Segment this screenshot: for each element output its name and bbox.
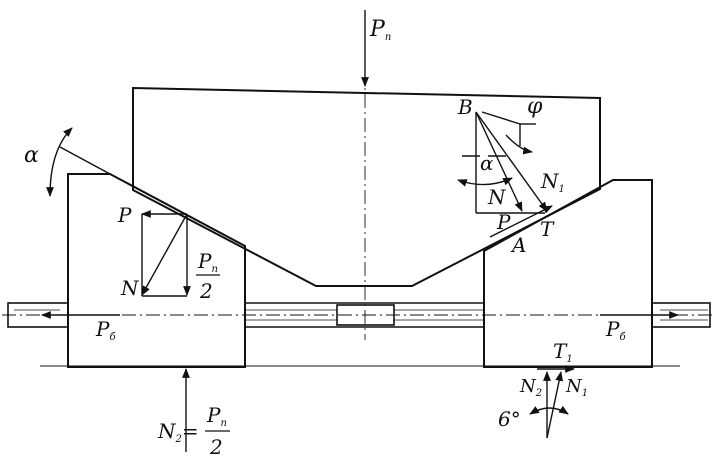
right-support-block (483, 179, 653, 368)
six-degree-arc (529, 405, 569, 415)
shaft (7, 302, 711, 328)
phi-label: φ (527, 94, 543, 119)
alpha-inner-label: α (480, 151, 494, 175)
left-n-arrow (141, 213, 188, 296)
inner-t-arrow (489, 205, 553, 238)
bottom-n1-label: N1 (565, 376, 588, 399)
pn-half-num: Pп (197, 249, 218, 275)
inner-t-label: T (540, 217, 555, 241)
bottom-n2-label: N2 (519, 376, 542, 399)
pn-half-den: 2 (199, 279, 213, 303)
six-degree-label: 6° (498, 407, 521, 431)
bottom-n1-arrow (546, 371, 564, 439)
left-p-label: P (117, 203, 132, 227)
phi-arc (505, 134, 533, 155)
t1-label: T1 (553, 339, 573, 365)
n1-top-label: N1 (540, 169, 565, 195)
inner-n-label: N (487, 185, 507, 209)
pb-left-label: Pб (95, 317, 116, 343)
pn-label: Pп (369, 17, 391, 43)
inner-p-label: P (496, 210, 511, 234)
n2-equation-den: 2 (209, 435, 223, 459)
inner-p-arrow (475, 111, 523, 212)
alpha-outer-arc (46, 127, 73, 197)
alpha-outer-label: α (24, 143, 39, 168)
point-a-label: A (510, 233, 526, 257)
left-support-block (67, 173, 246, 368)
left-n-label: N (120, 276, 140, 300)
pb-right-label: Pб (605, 317, 626, 343)
n2-equation-lhs: N2= (157, 419, 199, 445)
n2-equation-num: Pп (206, 403, 227, 429)
alpha-inner-arc (457, 177, 513, 187)
point-b-label: B (457, 95, 473, 119)
inner-n-arrow (475, 111, 548, 212)
upper-wedge-block (132, 86, 601, 287)
